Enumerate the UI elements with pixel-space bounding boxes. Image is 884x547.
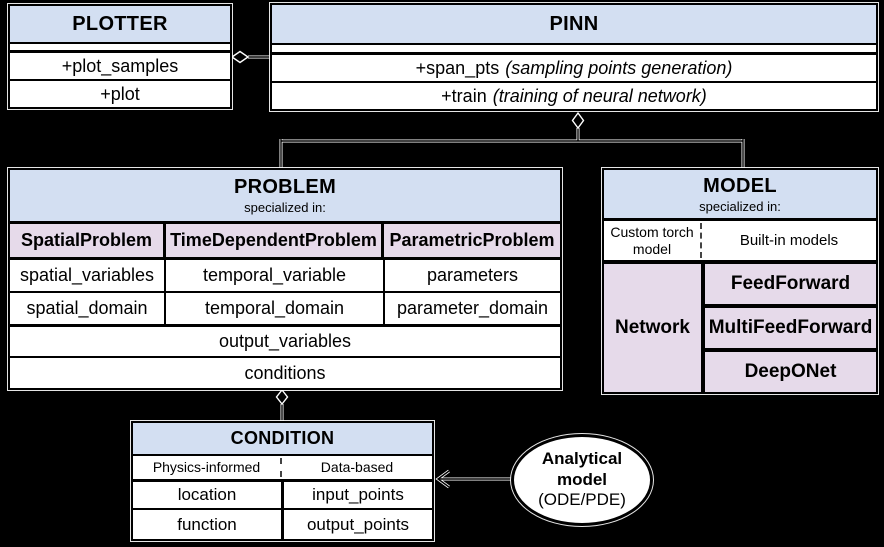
divider: [164, 260, 166, 291]
model-network-cell: Network: [604, 264, 701, 392]
model-specializations-grid: Network FeedForward MultiFeedForward Dee…: [604, 264, 876, 392]
condition-attributes-row: function output_points: [133, 510, 432, 539]
divider: [383, 260, 385, 291]
divider: [133, 454, 432, 456]
attr-conditions: conditions: [244, 362, 326, 383]
model-title: MODEL: [703, 174, 777, 197]
empty-compartment: [272, 45, 876, 52]
dashed-divider: [700, 223, 702, 258]
condition-class-box: CONDITION Physics-informed Data-based lo…: [131, 421, 434, 541]
model-subtitle: specialized in:: [699, 198, 781, 214]
pinn-method-train: +train (training of neural network): [272, 83, 876, 109]
attr-output-variables: output_variables: [218, 331, 352, 351]
divider: [10, 291, 560, 293]
model-feedforward-cell: FeedForward: [705, 264, 876, 304]
dashed-divider: [280, 458, 282, 477]
pinn-method-span-pts: +span_pts (sampling points generation): [272, 55, 876, 81]
ellipse-line-1: Analytical: [541, 448, 623, 468]
attr-temporal-variable: temporal_variable: [202, 265, 347, 285]
divider: [383, 293, 385, 324]
subclass-timedependentproblem: TimeDependentProblem: [166, 224, 381, 257]
empty-compartment: [10, 44, 230, 50]
attr-location: location: [177, 485, 237, 504]
aggregation-diamond-pinn-bottom: [571, 111, 585, 130]
model-built-in-label: Built-in models: [739, 231, 839, 249]
ellipse-line-2: model: [556, 469, 608, 489]
method-name: +train: [441, 85, 487, 106]
problem-title: PROBLEM: [233, 176, 337, 198]
problem-subtitle: specialized in:: [244, 200, 326, 215]
divider: [272, 81, 876, 83]
method-name: +span_pts: [415, 57, 500, 78]
divider: [10, 42, 230, 44]
divider: [10, 221, 560, 224]
attr-input-points: input_points: [312, 485, 404, 504]
divider: [381, 224, 384, 257]
divider: [10, 50, 230, 53]
attr-parameter-domain: parameter_domain: [396, 298, 549, 318]
divider: [272, 52, 876, 55]
divider: [281, 482, 284, 508]
attr-temporal-domain: temporal_domain: [204, 298, 345, 318]
problem-subclass-header-row: SpatialProblem TimeDependentProblem Para…: [10, 224, 560, 257]
aggregation-diamond-plotter-pinn: [230, 50, 250, 64]
attr-function: function: [177, 514, 237, 534]
plotter-method-plot: +plot: [100, 83, 140, 104]
problem-attributes-row: spatial_variables temporal_variable para…: [10, 260, 560, 291]
plotter-title: PLOTTER: [10, 6, 230, 42]
model-deeponet-cell: DeepONet: [705, 352, 876, 392]
model-kind-row: Custom torch model Built-in models: [604, 221, 876, 260]
problem-header: PROBLEM specialized in:: [10, 170, 560, 221]
plotter-method-plot-samples: +plot_samples: [61, 55, 179, 76]
condition-physics-informed-label: Physics-informed: [152, 459, 261, 476]
divider: [604, 260, 876, 264]
pinn-class-box: PINN +span_pts (sampling points generati…: [270, 3, 878, 111]
subclass-parametricproblem: ParametricProblem: [384, 224, 560, 257]
divider: [164, 293, 166, 324]
model-multifeedforward-cell: MultiFeedForward: [705, 308, 876, 348]
model-custom-torch-label: Custom torch model: [610, 224, 694, 257]
condition-kind-row: Physics-informed Data-based: [133, 456, 432, 479]
condition-data-based-label: Data-based: [320, 459, 394, 476]
analytical-model-ellipse: Analytical model (ODE/PDE): [511, 434, 653, 526]
plotter-class-box: PLOTTER +plot_samples +plot: [8, 4, 232, 109]
model-header: MODEL specialized in:: [604, 170, 876, 218]
divider: [163, 224, 166, 257]
condition-title: CONDITION: [133, 423, 432, 454]
divider: [10, 324, 560, 327]
attr-output-points: output_points: [306, 514, 410, 534]
divider: [133, 508, 432, 510]
attr-spatial-variables: spatial_variables: [19, 265, 155, 285]
method-note: (sampling points generation): [505, 57, 733, 78]
method-note: (training of neural network): [492, 85, 707, 106]
model-class-box: MODEL specialized in: Custom torch model…: [602, 168, 878, 394]
attr-parameters: parameters: [426, 265, 519, 285]
subclass-spatialproblem: SpatialProblem: [10, 224, 163, 257]
divider: [10, 356, 560, 358]
ellipse-line-3: (ODE/PDE): [538, 490, 626, 510]
divider: [281, 510, 284, 539]
divider: [133, 479, 432, 482]
condition-attributes-row: location input_points: [133, 482, 432, 508]
problem-attributes-row: spatial_domain temporal_domain parameter…: [10, 293, 560, 324]
connector-core: [248, 56, 744, 488]
divider: [272, 43, 876, 45]
divider: [604, 218, 876, 221]
divider: [10, 79, 230, 81]
problem-class-box: PROBLEM specialized in: SpatialProblem T…: [8, 168, 562, 390]
aggregation-diamond-problem-condition: [275, 388, 289, 406]
divider: [10, 257, 560, 260]
attr-spatial-domain: spatial_domain: [26, 298, 148, 318]
pinn-title: PINN: [272, 5, 876, 43]
